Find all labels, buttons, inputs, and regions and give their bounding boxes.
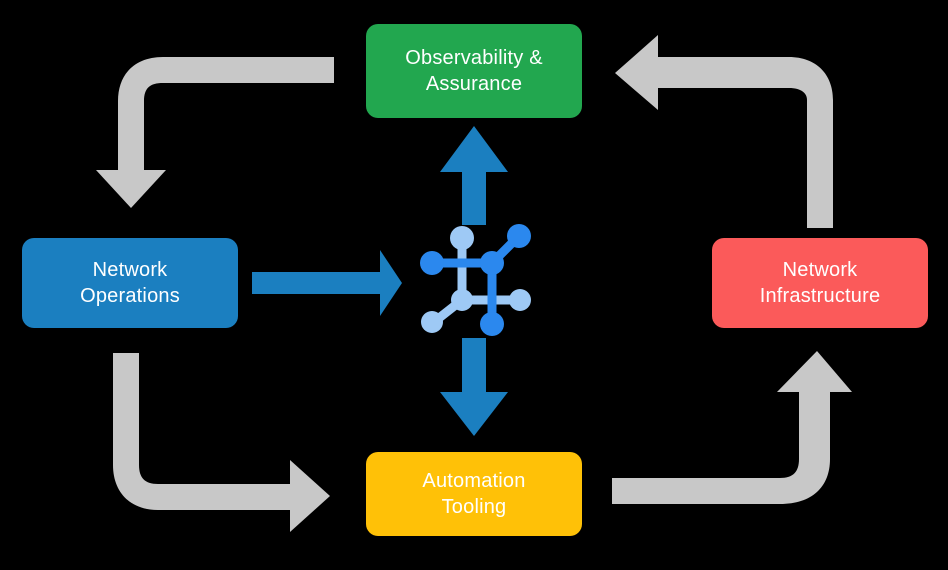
arrow-network-operations-to-automation-tooling [113,353,330,532]
network-mesh-nodes-secondary [421,226,531,333]
network-mesh-icon [420,224,531,336]
node-automation-tooling-label: Automation Tooling [422,468,525,521]
node-network-operations[interactable]: Network Operations [22,238,238,328]
node-observability-assurance[interactable]: Observability & Assurance [366,24,582,118]
node-observability-assurance-label-line1: Observability & [405,46,543,69]
node-automation-tooling-label-line1: Automation [422,469,526,492]
arrow-observability-to-network-operations [96,57,334,208]
arrow-center-to-observability [440,126,508,225]
node-network-operations-label-line1: Network [92,258,168,281]
node-network-infrastructure-label-line1: Network [782,258,858,281]
node-observability-assurance-label: Observability & Assurance [405,45,543,98]
node-network-operations-label-line2: Operations [80,285,180,307]
node-automation-tooling-label-line2: Tooling [441,496,507,518]
node-network-operations-label: Network Operations [80,257,180,310]
node-network-infrastructure[interactable]: Network Infrastructure [712,238,928,328]
node-network-infrastructure-label-line2: Infrastructure [759,285,881,307]
arrow-center-to-automation-tooling [440,338,508,436]
arrow-automation-tooling-to-network-infrastructure [612,351,852,504]
arrow-network-infrastructure-to-observability [615,35,833,228]
node-observability-assurance-label-line2: Assurance [425,73,523,95]
network-mesh-nodes-primary [420,224,531,336]
arrow-network-operations-to-center [252,250,402,316]
node-automation-tooling[interactable]: Automation Tooling [366,452,582,536]
node-network-infrastructure-label: Network Infrastructure [760,257,881,310]
